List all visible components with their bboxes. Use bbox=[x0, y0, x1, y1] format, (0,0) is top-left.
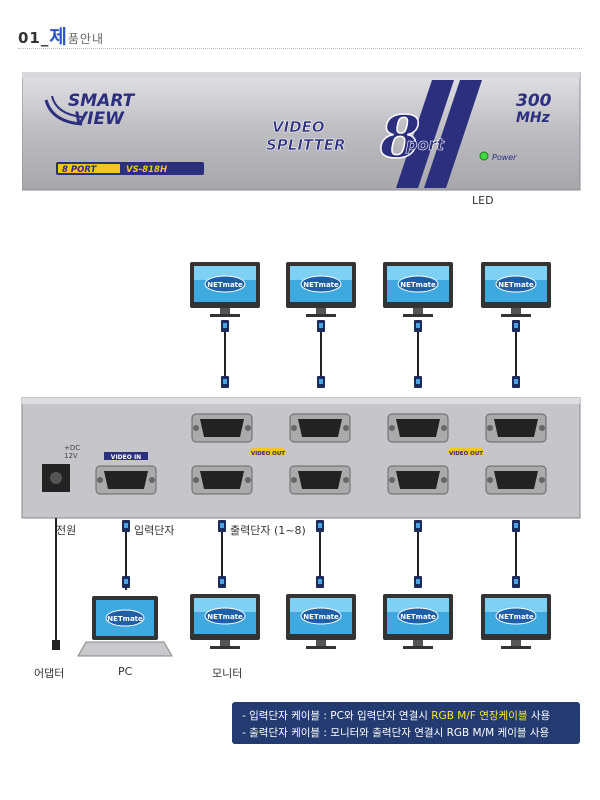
video-out-label-2: VIDEO OUT bbox=[449, 451, 483, 457]
video-in-label: VIDEO IN bbox=[111, 454, 141, 461]
model-badge: 8 PORT VS-818H bbox=[56, 162, 204, 175]
power-led-icon bbox=[479, 151, 489, 161]
adapter-label-ko: 어댑터 bbox=[34, 667, 65, 680]
pc-brand: NETmate bbox=[107, 615, 143, 623]
connection-diagram: NETmate +DC 12V VIDEO IN VIDEO OUT bbox=[21, 261, 581, 657]
smartview-logo: SMART VIEW bbox=[44, 91, 136, 129]
note-highlight: RGB M/F 연장케이블 bbox=[431, 710, 528, 722]
note-input-cable: - 입력단자 케이블 : PC와 입력단자 연결시 RGB M/F 연장케이블 … bbox=[242, 710, 551, 722]
freq-unit: MHz bbox=[516, 110, 551, 126]
header-divider bbox=[18, 48, 582, 49]
brand-view: VIEW bbox=[74, 109, 125, 129]
section-number: 01_ bbox=[18, 29, 50, 47]
input-label-ko: 입력단자 bbox=[134, 524, 175, 537]
dc-voltage: 12V bbox=[64, 452, 78, 460]
brand-smart: SMART bbox=[68, 91, 136, 111]
section-title-rest: 품안내 bbox=[67, 32, 104, 46]
video-out-label-1: VIDEO OUT bbox=[251, 451, 285, 457]
title-splitter: SPLITTER bbox=[266, 136, 346, 154]
video-splitter-logo: 8 VIDEO SPLITTER port bbox=[266, 80, 482, 188]
output-label-ko: 출력단자 (1~8) bbox=[230, 524, 306, 537]
pc-laptop-icon: NETmate bbox=[77, 596, 173, 657]
cable-notes: - 입력단자 케이블 : PC와 입력단자 연결시 RGB M/F 연장케이블 … bbox=[232, 702, 580, 744]
freq-value: 300 bbox=[516, 91, 552, 111]
power-label: Power bbox=[492, 153, 517, 162]
led-caption: LED bbox=[472, 194, 494, 207]
section-title-highlight: 제 bbox=[49, 26, 68, 48]
title-eight: 8 bbox=[379, 103, 420, 171]
model-ports: 8 PORT bbox=[62, 165, 97, 175]
section-title: 01_제품안내 bbox=[18, 22, 104, 49]
power-label-ko: 전원 bbox=[56, 524, 77, 537]
monitor-label-ko: 모니터 bbox=[212, 667, 243, 680]
title-video: VIDEO bbox=[272, 118, 325, 136]
title-port: port bbox=[405, 135, 445, 154]
dc-label: +DC bbox=[64, 444, 80, 452]
note-output-cable: - 출력단자 케이블 : 모니터와 출력단자 연결시 RGB M/M 케이블 사… bbox=[242, 727, 550, 739]
model-number: VS-818H bbox=[126, 165, 167, 175]
pc-label: PC bbox=[118, 665, 133, 678]
splitter-front-panel: SMART VIEW 8 PORT VS-818H 8 VIDEO SPLITT… bbox=[22, 72, 581, 191]
